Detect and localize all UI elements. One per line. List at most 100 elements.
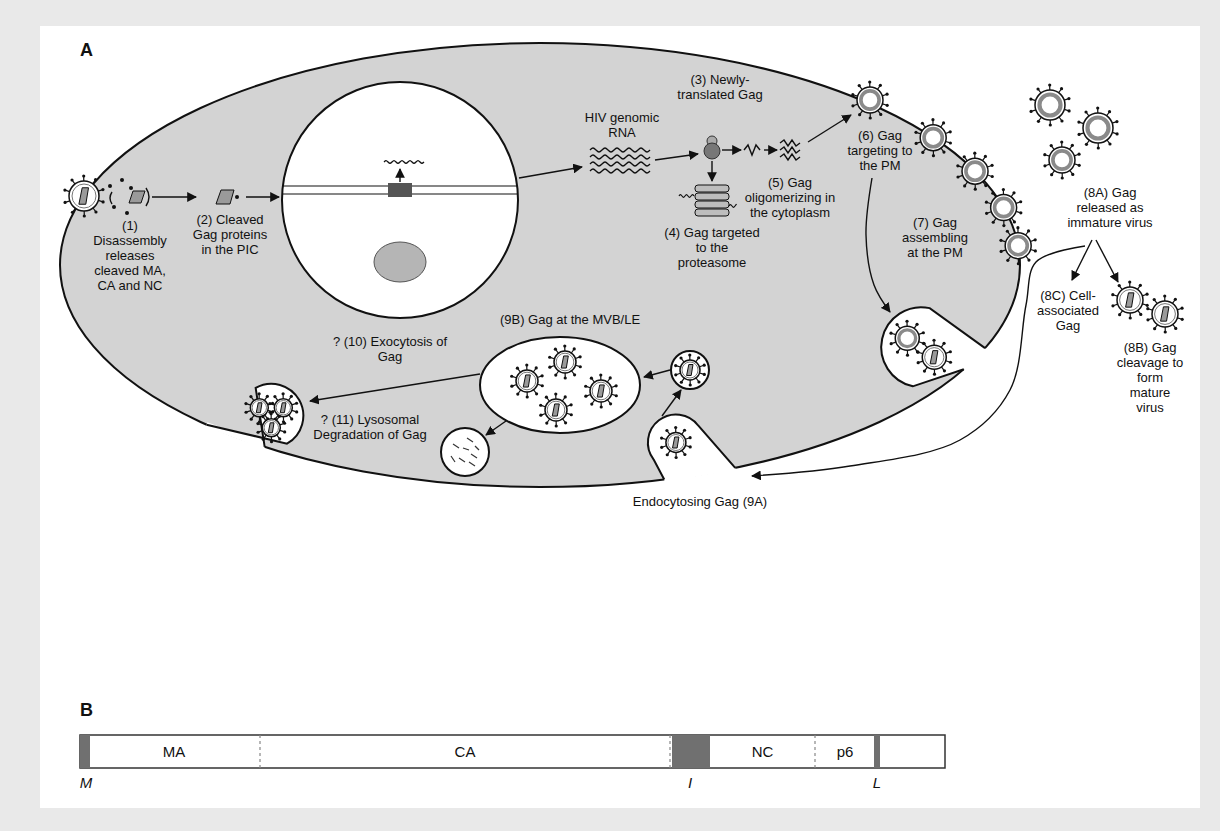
matrix-layer — [518, 372, 536, 390]
virus-particle — [914, 118, 952, 157]
step-label: (2) Cleaved Gag proteins in the PIC — [189, 212, 271, 257]
spike-knob — [1060, 87, 1063, 90]
viral-envelope — [857, 87, 883, 113]
viral-envelope — [962, 158, 988, 184]
process-arrow — [1096, 240, 1118, 282]
viral-envelope — [69, 181, 99, 211]
gag-monomer — [744, 145, 760, 155]
virus-particle — [1077, 106, 1118, 149]
spike-knob — [922, 342, 925, 345]
domain-divider — [259, 735, 260, 768]
matrix-layer — [1120, 290, 1141, 311]
process-arrow — [399, 169, 400, 182]
spike-knob — [290, 417, 293, 420]
gag-oligomer — [780, 147, 800, 153]
viral-envelope — [590, 380, 612, 402]
spike-knob — [1174, 298, 1177, 301]
spike-knob — [932, 154, 935, 157]
cell-associated-pocket-membrane — [881, 307, 985, 386]
panel-letter: A — [80, 40, 120, 60]
exocytic-pocket-lumen — [207, 384, 304, 447]
spike-knob — [703, 373, 706, 376]
spike-knob — [1012, 191, 1015, 194]
virus-particle — [256, 412, 286, 443]
virus-particle — [999, 226, 1037, 265]
degraded-protein — [467, 438, 473, 442]
degraded-protein — [451, 456, 455, 462]
spike-knob — [1139, 313, 1142, 316]
capsid-cone — [79, 188, 89, 205]
spike-knob — [674, 373, 677, 376]
domain-divider — [669, 735, 670, 768]
spike-knob — [590, 402, 593, 405]
step-label: (5) Gag oligomerizing in the cytoplasm — [738, 175, 843, 220]
spike-knob — [703, 364, 706, 367]
spike-knob — [600, 405, 603, 408]
spike-knob — [916, 351, 919, 354]
gag-shell — [924, 129, 942, 147]
spike-knob — [1108, 142, 1111, 145]
matrix-layer — [252, 401, 266, 415]
spike-knob — [963, 155, 966, 158]
envelope-fragment — [110, 192, 112, 204]
spike-knob — [584, 385, 587, 388]
spike-knob — [1129, 316, 1132, 319]
spike-knob — [545, 421, 548, 424]
gag-oligomer — [780, 140, 800, 146]
released-protein — [125, 211, 129, 215]
domain-name: CA — [455, 743, 476, 760]
matrix-layer — [668, 435, 684, 451]
spike-knob — [1116, 132, 1119, 135]
spike-knob — [541, 374, 544, 377]
spike-knob — [851, 104, 854, 107]
spike-knob — [1067, 97, 1070, 100]
spike-knob — [973, 152, 976, 155]
viral-envelope — [680, 360, 700, 380]
spike-knob — [921, 122, 924, 125]
spike-knob — [1036, 87, 1039, 90]
spike-knob — [599, 373, 602, 376]
spike-knob — [261, 415, 264, 418]
spike-knob — [680, 381, 683, 384]
virus-particle — [985, 188, 1023, 227]
spike-knob — [1180, 307, 1183, 310]
spike-knob — [896, 351, 899, 354]
spike-knob — [683, 429, 686, 432]
spike-knob — [283, 422, 286, 425]
spike-knob — [921, 151, 924, 154]
spike-knob — [922, 331, 925, 334]
released-protein — [129, 186, 133, 190]
spike-knob — [999, 239, 1002, 242]
virus-particle — [956, 152, 994, 191]
spike-knob — [554, 392, 557, 395]
spike-knob — [278, 437, 281, 440]
gag-shell — [995, 198, 1013, 216]
signal-region — [874, 735, 880, 768]
spike-knob — [886, 104, 889, 107]
spike-knob — [1108, 110, 1111, 113]
domain-name: MA — [163, 743, 186, 760]
spike-knob — [102, 200, 105, 203]
multivesicular-body — [480, 337, 640, 433]
spike-knob — [1115, 120, 1118, 123]
spike-knob — [985, 201, 988, 204]
spike-knob — [1000, 250, 1003, 253]
genomic-rna — [590, 155, 650, 159]
spike-knob — [942, 121, 945, 124]
spike-knob — [675, 456, 678, 459]
viral-envelope — [1117, 287, 1143, 313]
gag-domain: CA — [262, 736, 668, 767]
process-arrow — [644, 370, 670, 377]
viral-envelope — [1083, 113, 1113, 143]
spike-knob — [266, 395, 269, 398]
virus-particle — [539, 392, 573, 427]
step-label: ? (11) Lysosomal Degradation of Gag — [310, 412, 430, 442]
matrix-layer — [264, 421, 278, 435]
spike-knob — [1043, 153, 1046, 156]
spike-knob — [949, 141, 952, 144]
gag-shell — [899, 330, 916, 347]
spike-knob — [956, 164, 959, 167]
spike-knob — [1029, 110, 1032, 113]
spike-knob — [688, 353, 691, 356]
